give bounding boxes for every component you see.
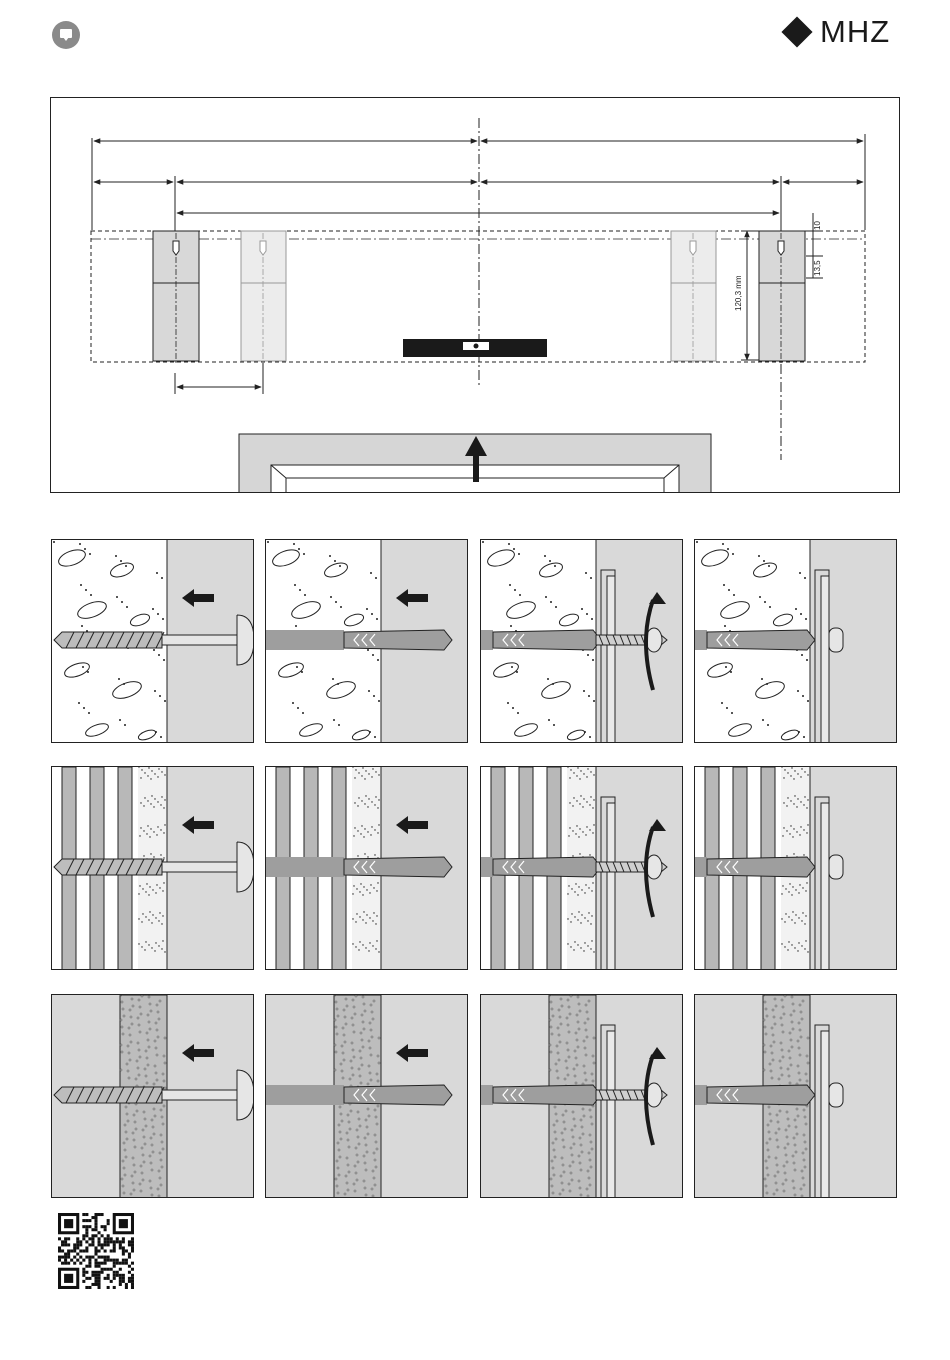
- wall-plug-icon: [695, 857, 815, 877]
- step-panel-concrete-insert-anchor: [265, 539, 468, 743]
- step-panel-hollow-brick-drill: [51, 766, 254, 970]
- step-panel-concrete-screw-in: [480, 539, 683, 743]
- small-dim-bottom: 13,5: [813, 260, 822, 276]
- step-panel-hollow-brick-screw-in: [480, 766, 683, 970]
- wall-plug-icon: [481, 857, 601, 877]
- wall-plug-icon: [695, 1085, 815, 1105]
- diamond-logo-icon: [781, 16, 812, 47]
- brand-name: MHZ: [820, 14, 890, 50]
- mounting-overview-diagram: 120,3 mm 10 13,5: [50, 97, 900, 493]
- small-dim-top: 10: [813, 221, 822, 230]
- wall-plug-icon: [481, 630, 601, 650]
- step-panel-aerated-concrete-drill: [51, 994, 254, 1198]
- step-panel-concrete-drill: [51, 539, 254, 743]
- wall-plug-icon: [481, 1085, 601, 1105]
- wall-plug-icon: [266, 857, 452, 877]
- brand-logo: MHZ: [786, 12, 890, 52]
- step-panel-hollow-brick-mounted: [694, 766, 897, 970]
- step-panel-aerated-concrete-insert-anchor: [265, 994, 468, 1198]
- step-panel-concrete-mounted: [694, 539, 897, 743]
- height-label: 120,3 mm: [734, 275, 743, 311]
- qr-code-icon: [58, 1213, 134, 1289]
- wall-plug-icon: [695, 630, 815, 650]
- step-panel-aerated-concrete-screw-in: [480, 994, 683, 1198]
- step-panel-hollow-brick-insert-anchor: [265, 766, 468, 970]
- speech-bubble-icon: [52, 21, 80, 49]
- wall-plug-icon: [266, 630, 452, 650]
- wall-plug-icon: [266, 1085, 452, 1105]
- spirit-level-icon: [403, 339, 547, 357]
- step-panel-aerated-concrete-mounted: [694, 994, 897, 1198]
